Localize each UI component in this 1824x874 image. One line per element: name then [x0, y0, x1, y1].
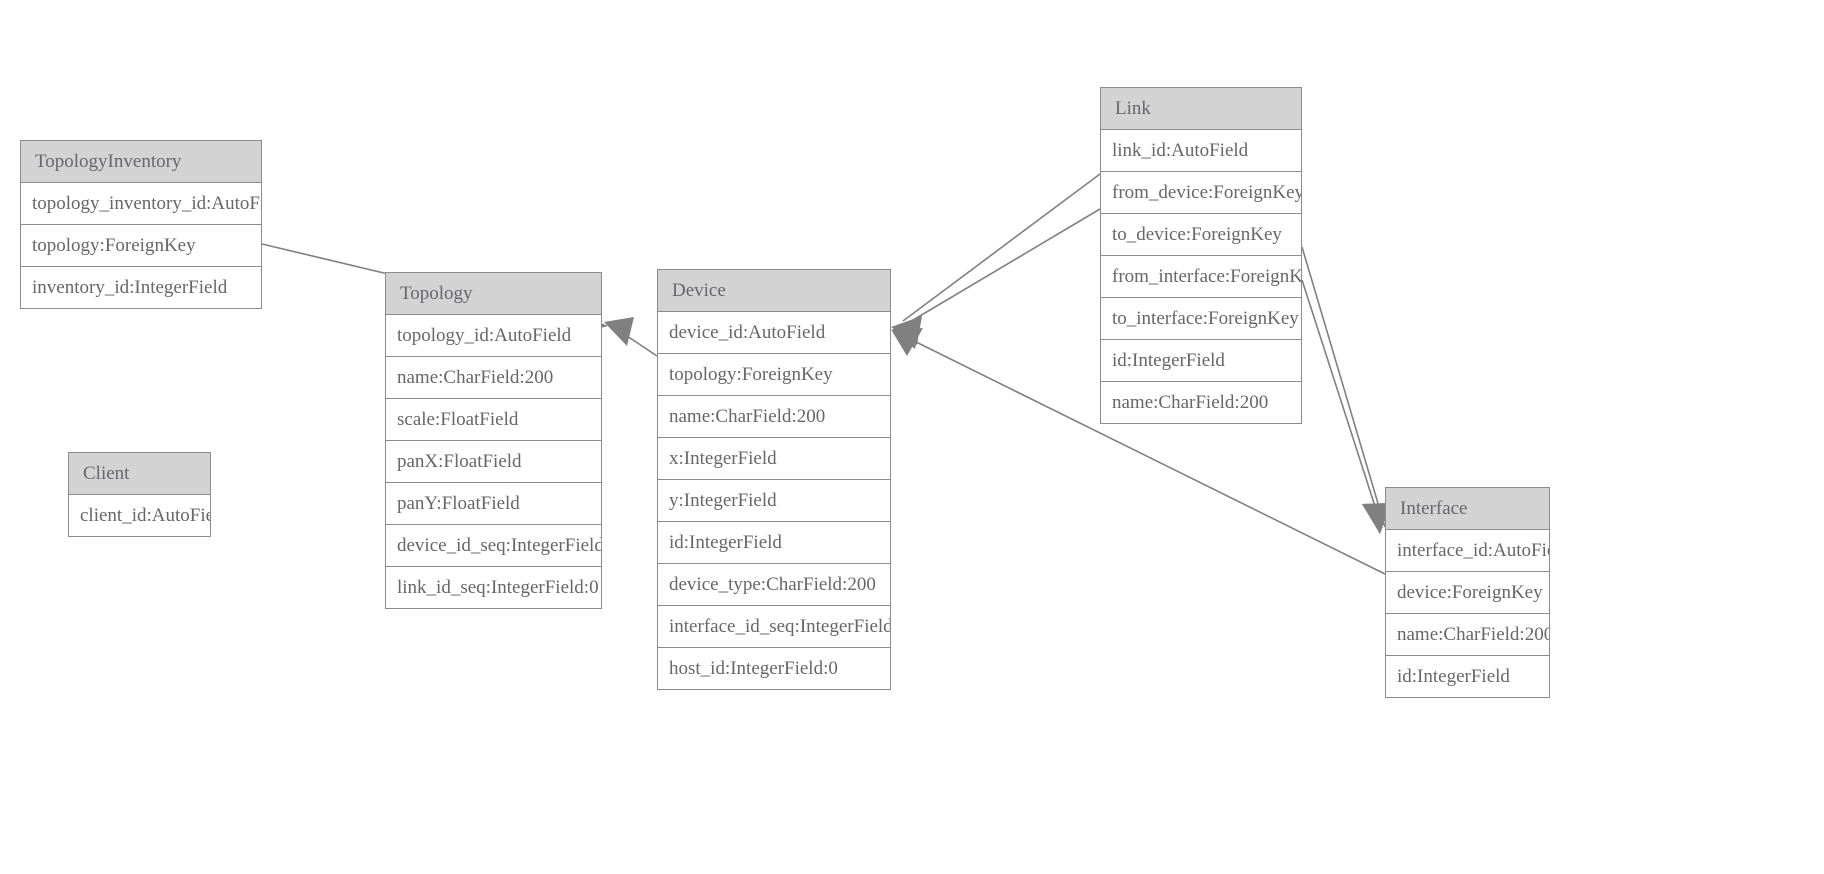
entity-field[interactable]: host_id:IntegerField:0: [658, 648, 890, 689]
entity-field[interactable]: device:ForeignKey: [1386, 572, 1549, 614]
entity-field[interactable]: x:IntegerField: [658, 438, 890, 480]
entity-field[interactable]: device_id:AutoField: [658, 312, 890, 354]
entity-field[interactable]: to_device:ForeignKey: [1101, 214, 1301, 256]
entity-field[interactable]: from_device:ForeignKey: [1101, 172, 1301, 214]
relationship-line: [902, 208, 1101, 327]
entity-field[interactable]: link_id_seq:IntegerField:0: [386, 567, 601, 608]
entity-field[interactable]: name:CharField:200: [386, 357, 601, 399]
entity-field[interactable]: from_interface:ForeignKey: [1101, 256, 1301, 298]
entity-field[interactable]: device_id_seq:IntegerField:0: [386, 525, 601, 567]
relationship-line: [1301, 279, 1383, 529]
entity-title-link: Link: [1101, 88, 1301, 130]
entity-field[interactable]: client_id:AutoField: [69, 495, 210, 536]
entity-field[interactable]: scale:FloatField: [386, 399, 601, 441]
entity-field[interactable]: topology:ForeignKey: [21, 225, 261, 267]
relationship-line: [617, 329, 658, 357]
entity-title-interface: Interface: [1386, 488, 1549, 530]
entity-field-list-client: client_id:AutoField: [69, 495, 210, 536]
entity-field[interactable]: name:CharField:200: [1101, 382, 1301, 423]
entity-field[interactable]: panY:FloatField: [386, 483, 601, 525]
entity-title-topology: Topology: [386, 273, 601, 315]
entity-field[interactable]: interface_id_seq:IntegerField:0: [658, 606, 890, 648]
entity-field[interactable]: topology_id:AutoField: [386, 315, 601, 357]
rel-device-topology: [604, 317, 658, 357]
rel-link-fromdevice-device: [891, 173, 1101, 345]
entity-title-device: Device: [658, 270, 890, 312]
entity-title-client: Client: [69, 453, 210, 495]
entity-field[interactable]: id:IntegerField: [1386, 656, 1549, 697]
relationship-line: [1301, 246, 1386, 528]
rel-link-todevice-device: [891, 208, 1101, 349]
arrowhead-icon: [604, 317, 634, 346]
entity-field[interactable]: interface_id:AutoField: [1386, 530, 1549, 572]
entity-field[interactable]: link_id:AutoField: [1101, 130, 1301, 172]
entity-field[interactable]: topology_inventory_id:AutoField: [21, 183, 261, 225]
rel-link-frominterface-interface: [1301, 246, 1391, 534]
arrowhead-icon: [891, 320, 921, 349]
entity-field[interactable]: y:IntegerField: [658, 480, 890, 522]
entity-interface[interactable]: Interfaceinterface_id:AutoFielddevice:Fo…: [1385, 487, 1550, 698]
entity-field[interactable]: name:CharField:200: [658, 396, 890, 438]
entity-field[interactable]: id:IntegerField: [658, 522, 890, 564]
entity-field[interactable]: name:CharField:200: [1386, 614, 1549, 656]
entity-title-topology_inventory: TopologyInventory: [21, 141, 261, 183]
entity-field[interactable]: device_type:CharField:200: [658, 564, 890, 606]
entity-field[interactable]: topology:ForeignKey: [658, 354, 890, 396]
arrowhead-icon: [891, 316, 922, 345]
arrowhead-icon: [892, 328, 923, 356]
entity-field[interactable]: inventory_id:IntegerField: [21, 267, 261, 308]
entity-field[interactable]: panX:FloatField: [386, 441, 601, 483]
entity-field[interactable]: to_interface:ForeignKey: [1101, 298, 1301, 340]
entity-field[interactable]: id:IntegerField: [1101, 340, 1301, 382]
entity-field-list-interface: interface_id:AutoFielddevice:ForeignKeyn…: [1386, 530, 1549, 697]
rel-link-tointerface-interface: [1301, 279, 1391, 534]
relationship-line: [902, 173, 1101, 322]
entity-field-list-topology_inventory: topology_inventory_id:AutoFieldtopology:…: [21, 183, 261, 308]
